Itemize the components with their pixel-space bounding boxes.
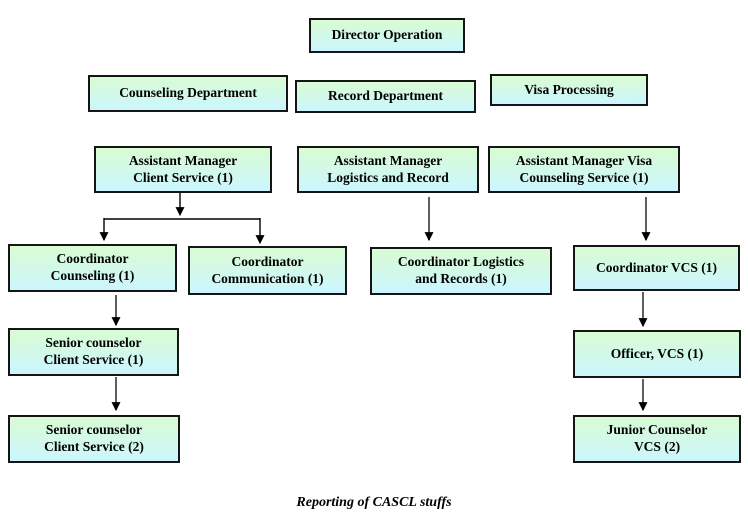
node-coordinator-vcs: Coordinator VCS (1): [573, 245, 740, 291]
node-visa-processing: Visa Processing: [490, 74, 648, 106]
node-senior-counselor-client-service-1: Senior counselor Client Service (1): [8, 328, 179, 376]
diagram-caption: Reporting of CASCL stuffs: [296, 495, 452, 510]
node-junior-counselor-vcs: Junior Counselor VCS (2): [573, 415, 741, 463]
node-coordinator-counseling: Coordinator Counseling (1): [8, 244, 177, 292]
node-senior-counselor-client-service-2: Senior counselor Client Service (2): [8, 415, 180, 463]
node-director-operation: Director Operation: [309, 18, 465, 53]
node-assistant-manager-logistics-record: Assistant Manager Logistics and Record: [297, 146, 479, 193]
node-record-department: Record Department: [295, 80, 476, 113]
node-coordinator-communication: Coordinator Communication (1): [188, 246, 347, 295]
node-assistant-manager-client-service: Assistant Manager Client Service (1): [94, 146, 272, 193]
node-counseling-department: Counseling Department: [88, 75, 288, 112]
node-coordinator-logistics-records: Coordinator Logistics and Records (1): [370, 247, 552, 295]
node-officer-vcs: Officer, VCS (1): [573, 330, 741, 378]
node-assistant-manager-visa-counseling: Assistant Manager Visa Counseling Servic…: [488, 146, 680, 193]
